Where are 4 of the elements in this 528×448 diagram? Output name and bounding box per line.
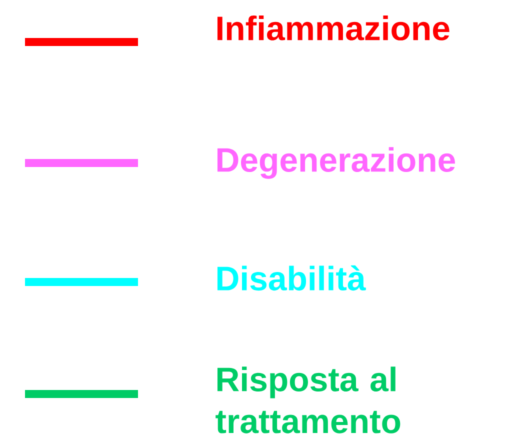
legend-label: Degenerazione <box>217 147 455 179</box>
legend-label: Infiammazione <box>217 16 450 40</box>
legend-label: Risposta al trattamento <box>216 366 400 434</box>
legend-label: Disabilità <box>217 265 366 291</box>
